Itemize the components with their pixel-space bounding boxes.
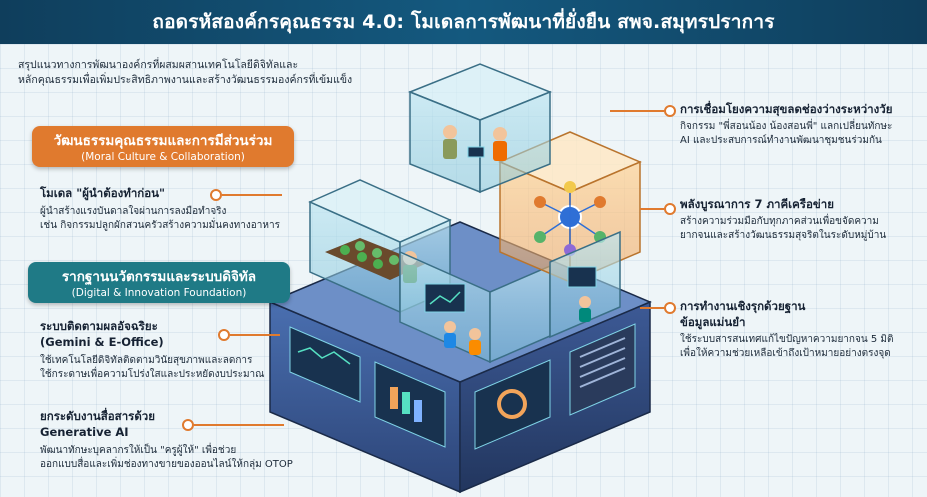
smart-tracking-line-2: ใช้กระดาษเพื่อความโปร่งใสและประหยัดงบประ… xyxy=(40,369,265,380)
leader-model-line-2: เช่น กิจกรรมปลูกผักสวนครัวสร้างความมั่นค… xyxy=(40,220,280,231)
connector-line xyxy=(194,424,284,426)
leader-model-note: โมเดล "ผู้นำต้องทำก่อน" ผู้นำสร้างแรงบัน… xyxy=(40,185,280,233)
connector-dot xyxy=(664,302,676,314)
connector-line xyxy=(222,194,282,196)
proactive-title-2: ข้อมูลแม่นยำ xyxy=(680,315,746,329)
smart-tracking-note: ระบบติดตามผลอัจฉริยะ (Gemini & E-Office)… xyxy=(40,318,264,382)
intro-line-2: หลักคุณธรรมเพื่อเพิ่มประสิทธิภาพงานและสร… xyxy=(18,74,353,86)
moral-culture-pill: วัฒนธรรมคุณธรรมและการมีส่วนร่วม (Moral C… xyxy=(32,126,294,167)
office-glass-room xyxy=(399,250,551,364)
connector-dot xyxy=(664,203,676,215)
network-line-2: ยากจนและสร้างวัฒนธรรมสุจริตในระดับหมู่บ้… xyxy=(680,230,887,241)
digital-foundation-pill: รากฐานนวัตกรรมและระบบดิจิทัล (Digital & … xyxy=(28,262,290,303)
isometric-building-illustration xyxy=(268,63,652,494)
smart-tracking-title-1: ระบบติดตามผลอัจฉริยะ xyxy=(40,319,158,333)
digital-foundation-subtitle: (Digital & Innovation Foundation) xyxy=(71,287,247,299)
proactive-data-note: การทำงานเชิงรุกด้วยฐาน ข้อมูลแม่นยำ ใช้ร… xyxy=(680,298,893,361)
leader-model-title: โมเดล "ผู้นำต้องทำก่อน" xyxy=(40,186,166,200)
connector-line xyxy=(610,110,664,112)
connector-dot xyxy=(210,189,222,201)
intergenerational-title: การเชื่อมโยงความสุขลดช่องว่างระหว่างวัย xyxy=(680,102,893,116)
intergenerational-room xyxy=(407,63,553,194)
network-note: พลังบูรณาการ 7 ภาคีเครือข่าย สร้างความร่… xyxy=(680,196,886,243)
connector-dot xyxy=(182,419,194,431)
network-title: พลังบูรณาการ 7 ภาคีเครือข่าย xyxy=(680,197,834,211)
title-banner: ถอดรหัสองค์กรคุณธรรม 4.0: โมเดลการพัฒนาท… xyxy=(0,0,927,44)
intergenerational-note: การเชื่อมโยงความสุขลดช่องว่างระหว่างวัย … xyxy=(680,101,892,148)
moral-culture-title: วัฒนธรรมคุณธรรมและการมีส่วนร่วม xyxy=(53,133,273,149)
generative-ai-line-2: ออกแบบสื่อและเพิ่มช่องทางขายของออนไลน์ให… xyxy=(40,459,293,470)
generative-ai-note: ยกระดับงานสื่อสารด้วย Generative AI พัฒน… xyxy=(40,408,293,472)
intergenerational-line-1: กิจกรรม "พี่สอนน้อง น้องสอนพี่" แลกเปลี่… xyxy=(680,121,893,132)
proactive-line-2: เพื่อให้ความช่วยเหลือเข้าถึงเป้าหมายอย่า… xyxy=(680,348,891,359)
connector-dot xyxy=(218,329,230,341)
proactive-title-1: การทำงานเชิงรุกด้วยฐาน xyxy=(680,299,806,313)
generative-ai-title-2: Generative AI xyxy=(40,425,129,439)
intro-text: สรุปแนวทางการพัฒนาองค์กรที่ผสมผสานเทคโนโ… xyxy=(18,58,438,88)
generative-ai-line-1: พัฒนาทักษะบุคลากรให้เป็น "ครูผู้ให้" เพื… xyxy=(40,445,237,456)
smart-tracking-title-2: (Gemini & E-Office) xyxy=(40,335,164,349)
intro-line-1: สรุปแนวทางการพัฒนาองค์กรที่ผสมผสานเทคโนโ… xyxy=(18,59,299,71)
connector-line xyxy=(640,307,664,309)
data-office-room xyxy=(549,230,621,339)
connector-dot xyxy=(664,105,676,117)
digital-foundation-title: รากฐานนวัตกรรมและระบบดิจิทัล xyxy=(61,269,257,285)
smart-tracking-line-1: ใช้เทคโนโลยีดิจิทัลติดตามวินัยสุขภาพและล… xyxy=(40,355,253,366)
leader-model-line-1: ผู้นำสร้างแรงบันดาลใจผ่านการลงมือทำจริง xyxy=(40,206,227,217)
connector-line xyxy=(230,334,280,336)
generative-ai-title-1: ยกระดับงานสื่อสารด้วย xyxy=(40,409,155,423)
intergenerational-line-2: AI และประสบการณ์ทำงานพัฒนาชุมชนร่วมกัน xyxy=(680,135,882,146)
network-line-1: สร้างความร่วมมือกับทุกภาคส่วนเพื่อขจัดคว… xyxy=(680,216,879,227)
page-title: ถอดรหัสองค์กรคุณธรรม 4.0: โมเดลการพัฒนาท… xyxy=(152,11,775,33)
moral-culture-subtitle: (Moral Culture & Collaboration) xyxy=(81,151,245,163)
proactive-line-1: ใช้ระบบสารสนเทศแก้ไขปัญหาความยากจน 5 มิต… xyxy=(680,334,894,345)
connector-line xyxy=(640,208,664,210)
